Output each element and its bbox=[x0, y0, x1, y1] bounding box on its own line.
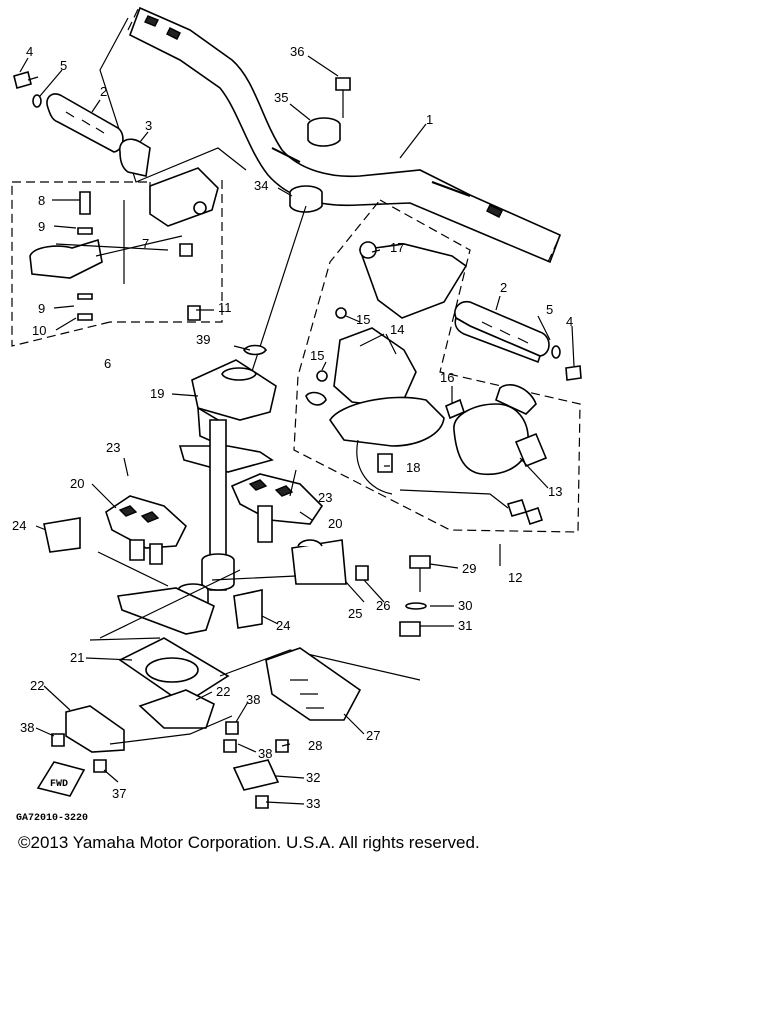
callout-36: 36 bbox=[290, 44, 304, 59]
right-switch-parts bbox=[305, 241, 548, 526]
lower-parts bbox=[51, 637, 421, 809]
callout-25: 25 bbox=[348, 606, 362, 621]
callout-24: 24 bbox=[276, 618, 290, 633]
callout-39: 39 bbox=[196, 332, 210, 347]
left-switch-parts bbox=[29, 167, 219, 321]
hardware-right bbox=[355, 555, 431, 637]
handlebar-part bbox=[127, 4, 562, 264]
callout-38: 38 bbox=[258, 746, 272, 761]
callout-31: 31 bbox=[458, 618, 472, 633]
callout-7: 7 bbox=[142, 236, 149, 251]
steering-column bbox=[99, 344, 277, 639]
callout-30: 30 bbox=[458, 598, 472, 613]
callout-9: 9 bbox=[38, 219, 45, 234]
fwd-arrow: FWD bbox=[36, 761, 86, 797]
callout-20: 20 bbox=[328, 516, 342, 531]
copyright-notice: ©2013 Yamaha Motor Corporation. U.S.A. A… bbox=[18, 833, 480, 852]
callout-1: 1 bbox=[426, 112, 433, 127]
callout-35: 35 bbox=[274, 90, 288, 105]
callout-14: 14 bbox=[390, 322, 404, 337]
callout-38: 38 bbox=[246, 692, 260, 707]
callout-15: 15 bbox=[310, 348, 324, 363]
callout-4: 4 bbox=[26, 44, 33, 59]
callout-11: 11 bbox=[218, 300, 232, 315]
callout-32: 32 bbox=[306, 770, 320, 785]
callout-5: 5 bbox=[60, 58, 67, 73]
callout-23: 23 bbox=[318, 490, 332, 505]
callout-21: 21 bbox=[70, 650, 84, 665]
callout-19: 19 bbox=[150, 386, 164, 401]
handlebar-enclosure bbox=[99, 17, 247, 183]
leader-lines bbox=[19, 55, 575, 805]
callout-29: 29 bbox=[462, 561, 476, 576]
callout-15: 15 bbox=[356, 312, 370, 327]
callout-9: 9 bbox=[38, 301, 45, 316]
callout-24: 24 bbox=[12, 518, 26, 533]
callout-26: 26 bbox=[376, 598, 390, 613]
callout-labels: 4 5 2 3 36 35 1 34 8 9 7 9 10 11 6 17 2 … bbox=[12, 44, 573, 811]
callout-4: 4 bbox=[566, 314, 573, 329]
callout-27: 27 bbox=[366, 728, 380, 743]
right-grip bbox=[454, 300, 582, 381]
right-switch-box bbox=[293, 199, 581, 533]
callout-34: 34 bbox=[254, 178, 268, 193]
callout-12: 12 bbox=[508, 570, 522, 585]
callout-22: 22 bbox=[30, 678, 44, 693]
callout-13: 13 bbox=[548, 484, 562, 499]
fwd-label: FWD bbox=[50, 779, 68, 790]
callout-28: 28 bbox=[308, 738, 322, 753]
callout-37: 37 bbox=[112, 786, 126, 801]
callout-38: 38 bbox=[20, 720, 34, 735]
left-grip-assembly bbox=[13, 71, 151, 177]
callout-3: 3 bbox=[145, 118, 152, 133]
callout-2: 2 bbox=[500, 280, 507, 295]
steering-brackets bbox=[43, 473, 347, 629]
callout-33: 33 bbox=[306, 796, 320, 811]
drawing-code: GA72010-3220 bbox=[16, 813, 88, 824]
exploded-parts-diagram: FWD 4 5 2 3 36 35 1 34 8 9 7 9 10 11 6 1… bbox=[11, 4, 582, 824]
callout-2: 2 bbox=[100, 84, 107, 99]
callout-20: 20 bbox=[70, 476, 84, 491]
callout-6: 6 bbox=[104, 356, 111, 371]
callout-5: 5 bbox=[546, 302, 553, 317]
callout-23: 23 bbox=[106, 440, 120, 455]
callout-17: 17 bbox=[390, 240, 404, 255]
callout-8: 8 bbox=[38, 193, 45, 208]
callout-22: 22 bbox=[216, 684, 230, 699]
callout-10: 10 bbox=[32, 323, 46, 338]
callout-16: 16 bbox=[440, 370, 454, 385]
callout-18: 18 bbox=[406, 460, 420, 475]
